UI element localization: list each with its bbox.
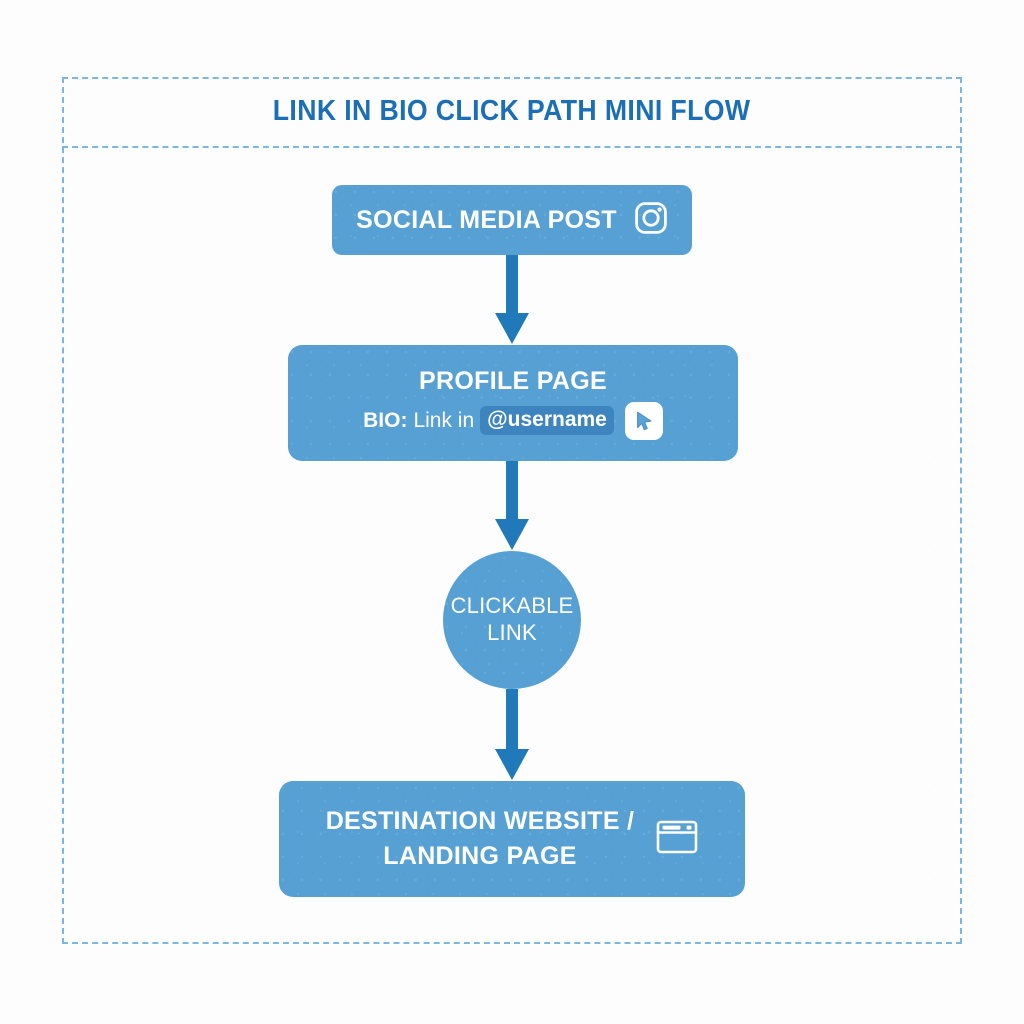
profile-page-title: PROFILE PAGE xyxy=(419,366,607,395)
arrow-link-to-destination xyxy=(494,689,530,781)
bio-username-pill[interactable]: @username xyxy=(480,406,614,435)
node-content: DESTINATION WEBSITE / LANDING PAGE xyxy=(326,804,699,875)
clickable-link-line2: LINK xyxy=(487,620,537,645)
bio-label: BIO: xyxy=(363,408,408,432)
node-content: CLICKABLE LINK xyxy=(451,593,574,647)
profile-bio-text: BIO: Link in @username xyxy=(363,406,614,435)
page-title: LINK IN BIO CLICK PATH MINI FLOW xyxy=(273,95,751,127)
destination-line1: DESTINATION WEBSITE / xyxy=(325,806,635,835)
bio-middle-text: Link in xyxy=(413,408,475,432)
flow-node-destination-website[interactable]: DESTINATION WEBSITE / LANDING PAGE xyxy=(279,781,745,897)
browser-window-icon xyxy=(656,819,698,860)
flow-node-clickable-link[interactable]: CLICKABLE LINK xyxy=(443,551,581,689)
arrow-post-to-profile xyxy=(494,255,530,345)
diagram-frame xyxy=(62,77,962,944)
cursor-pointer-icon[interactable] xyxy=(624,401,663,440)
arrow-profile-to-link xyxy=(494,461,530,551)
instagram-icon xyxy=(634,201,668,240)
destination-line2: LANDING PAGE xyxy=(383,842,577,870)
node-content: PROFILE PAGE BIO: Link in @username xyxy=(363,367,663,440)
node-content: SOCIAL MEDIA POST xyxy=(356,201,668,240)
diagram-title-bar: LINK IN BIO CLICK PATH MINI FLOW xyxy=(62,77,962,148)
profile-bio-row: BIO: Link in @username xyxy=(363,401,663,440)
destination-label: DESTINATION WEBSITE / LANDING PAGE xyxy=(326,804,635,875)
flow-node-profile-page[interactable]: PROFILE PAGE BIO: Link in @username xyxy=(288,345,738,461)
flow-node-social-media-post[interactable]: SOCIAL MEDIA POST xyxy=(332,185,692,255)
social-post-label: SOCIAL MEDIA POST xyxy=(356,205,617,234)
clickable-link-line1: CLICKABLE xyxy=(450,593,574,619)
